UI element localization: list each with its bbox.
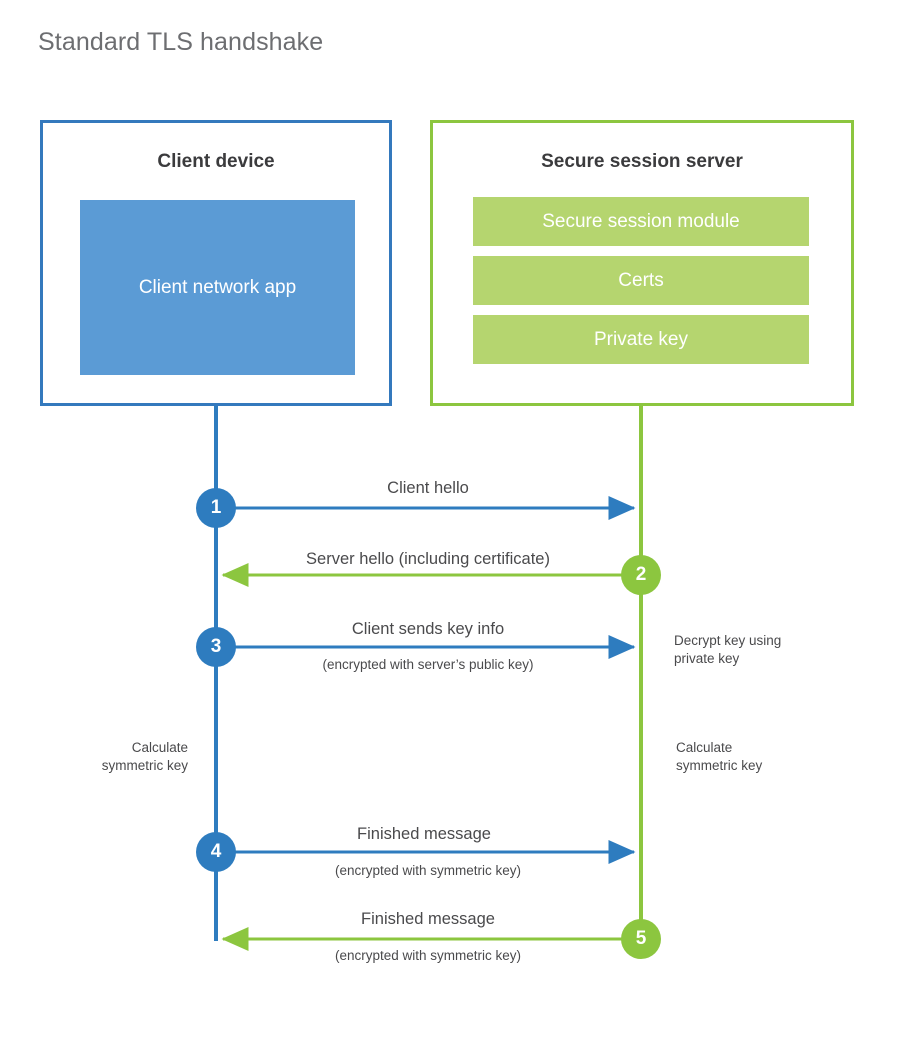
step-marker-5[interactable]: 5 (621, 919, 661, 959)
step-label-4: Finished message (357, 825, 491, 843)
step-sublabel-3: (encrypted with server’s public key) (322, 657, 534, 672)
server-component-list: Secure session module Certs Private key (473, 197, 809, 364)
annotation-server-calculate-symmetric-key: Calculate symmetric key (676, 740, 763, 773)
step-marker-2[interactable]: 2 (621, 555, 661, 595)
step-label-2: Server hello (including certificate) (306, 550, 550, 568)
step-sublabel-5: (encrypted with symmetric key) (334, 948, 522, 963)
step-marker-3[interactable]: 3 (196, 627, 236, 667)
server-component-secure-session-module: Secure session module (473, 197, 809, 246)
step-label-1: Client hello (387, 479, 469, 497)
secure-session-server-title: Secure session server (541, 151, 743, 172)
client-network-app-box: Client network app (80, 200, 355, 375)
page-title: Standard TLS handshake (38, 28, 324, 56)
server-component-private-key: Private key (473, 315, 809, 364)
server-component-certs: Certs (473, 256, 809, 305)
client-device-box: Client device Client network app (40, 120, 392, 406)
step-sublabel-4: (encrypted with symmetric key) (334, 863, 522, 878)
step-marker-4[interactable]: 4 (196, 832, 236, 872)
secure-session-server-box: Secure session server Secure session mod… (430, 120, 854, 406)
step-marker-1[interactable]: 1 (196, 488, 236, 528)
client-device-title: Client device (157, 151, 275, 172)
annotation-decrypt-key: Decrypt key using private key (674, 633, 782, 666)
annotation-client-calculate-symmetric-key: Calculate symmetric key (101, 740, 188, 773)
step-label-3: Client sends key info (351, 620, 505, 638)
step-label-5: Finished message (361, 910, 495, 928)
client-network-app-label: Client network app (138, 276, 297, 298)
